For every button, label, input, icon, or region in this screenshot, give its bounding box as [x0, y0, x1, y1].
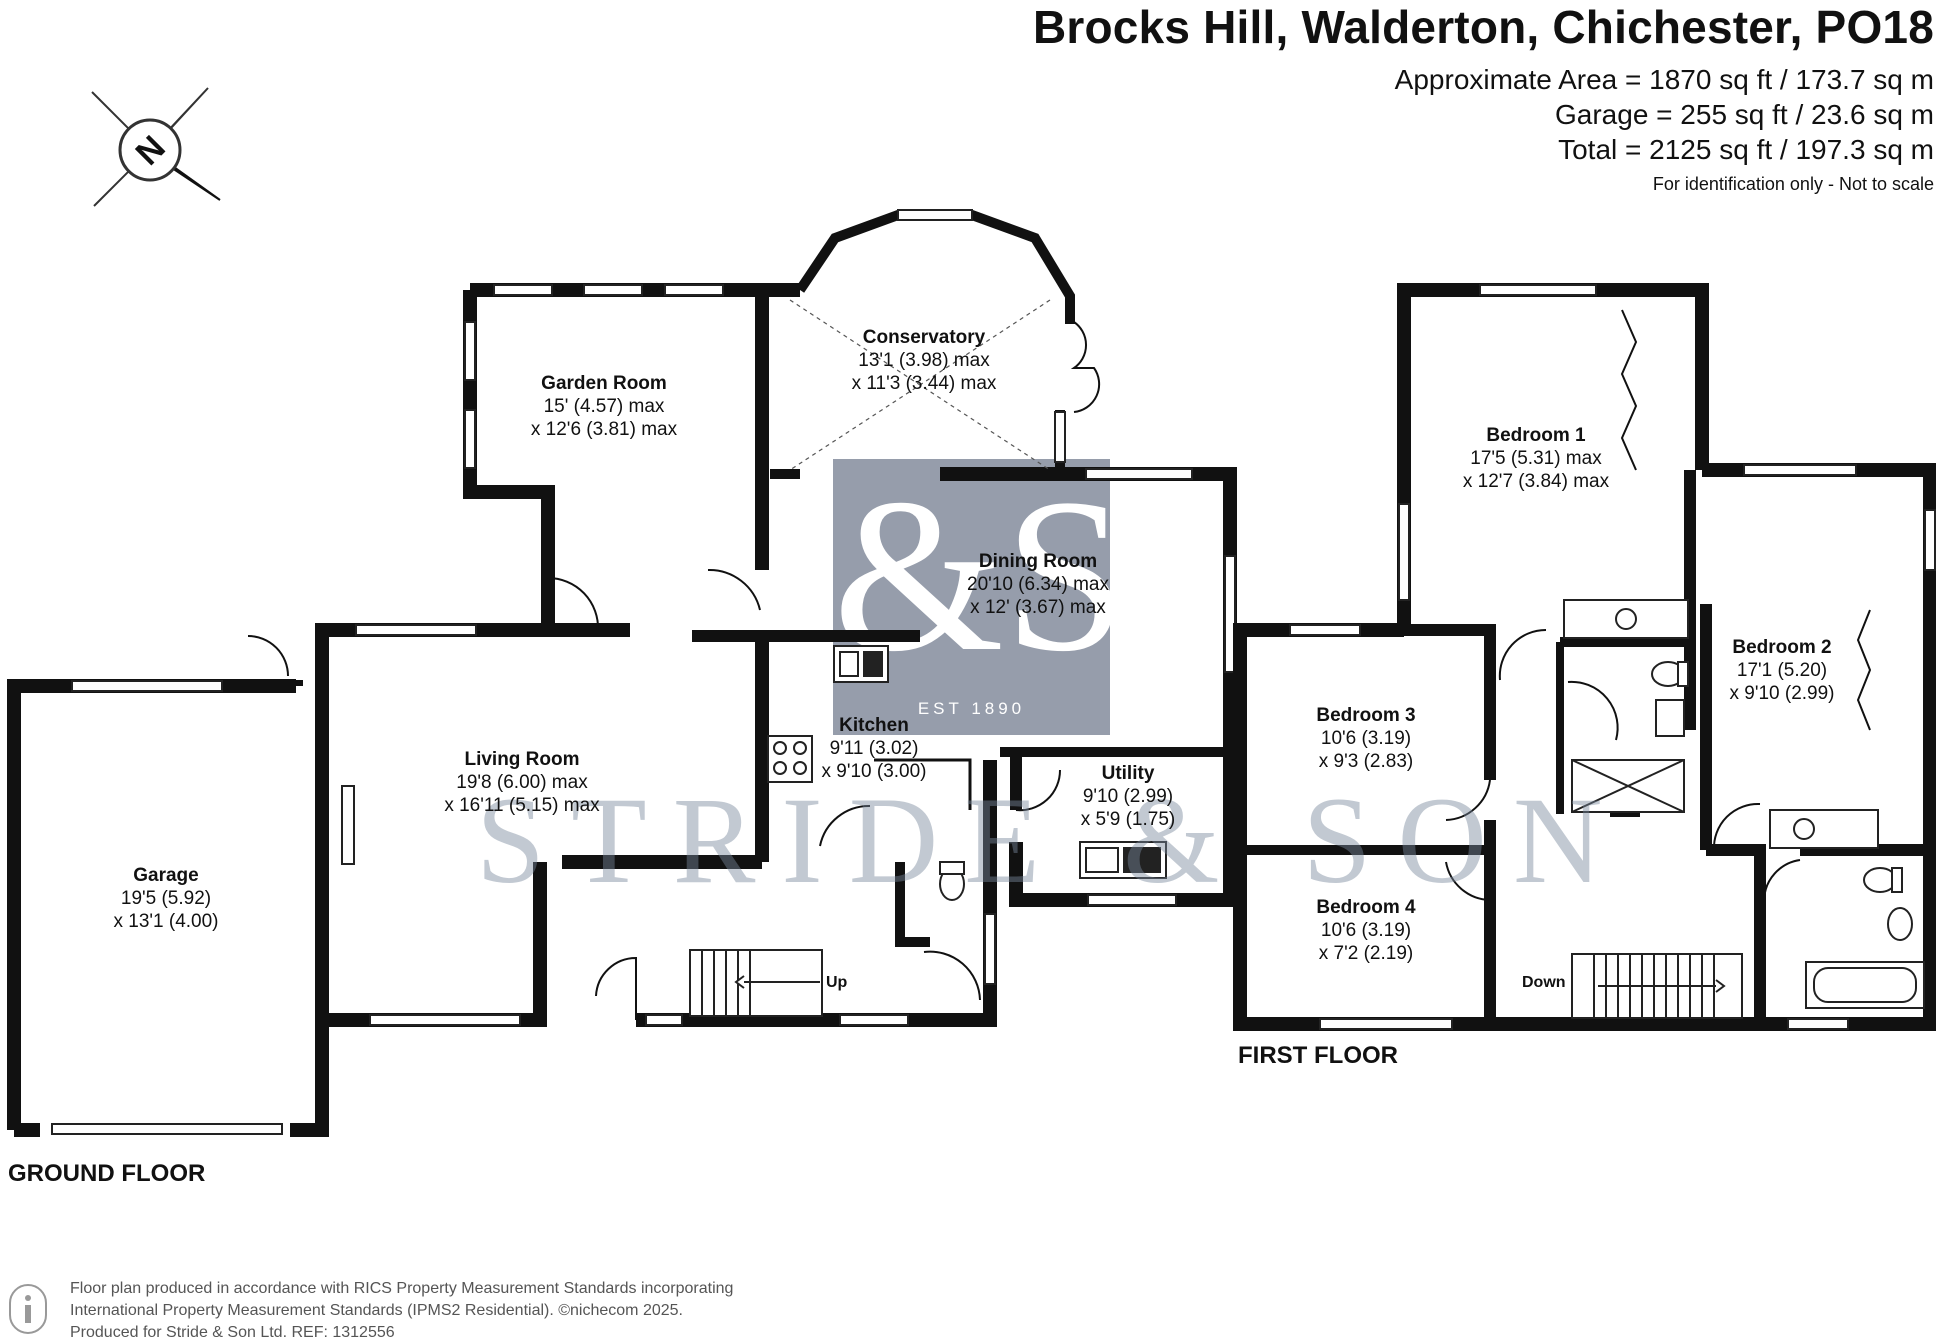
room-bedroom-2: Bedroom 2 17'1 (5.20) x 9'10 (2.99) [1729, 636, 1834, 705]
room-dim: x 12'6 (3.81) max [530, 419, 678, 440]
room-dim: 10'6 (3.19) [1320, 920, 1412, 941]
room-dim: x 9'10 (2.99) [1729, 683, 1835, 704]
room-name: Bedroom 1 [1486, 425, 1586, 446]
room-dim: 9'10 (2.99) [1082, 786, 1174, 807]
room-name: Kitchen [839, 715, 909, 736]
room-dim: x 5'9 (1.75) [1080, 809, 1176, 830]
room-bedroom-4: Bedroom 4 10'6 (3.19) x 7'2 (2.19) [1316, 896, 1415, 965]
room-garden-room: Garden Room 15' (4.57) max x 12'6 (3.81)… [531, 372, 677, 441]
room-bedroom-3: Bedroom 3 10'6 (3.19) x 9'3 (2.83) [1316, 704, 1415, 773]
conservatory-glazing [789, 299, 1051, 471]
stairs-down-label: Down [1522, 974, 1566, 991]
room-dining-room: Dining Room 20'10 (6.34) max x 12' (3.67… [967, 550, 1109, 619]
room-name: Bedroom 4 [1316, 897, 1416, 918]
room-dim: x 12'7 (3.84) max [1462, 471, 1610, 492]
room-living-room: Living Room 19'8 (6.00) max x 16'11 (5.1… [444, 748, 599, 817]
room-dim: x 7'2 (2.19) [1318, 943, 1414, 964]
room-dim: 19'8 (6.00) max [456, 772, 588, 793]
room-name: Garden Room [541, 373, 667, 394]
ground-floor-label: GROUND FLOOR [8, 1160, 206, 1187]
compass-rose-icon: N [91, 87, 221, 207]
room-dim: 13'1 (3.98) max [858, 350, 990, 371]
room-dim: x 9'3 (2.83) [1318, 751, 1414, 772]
room-conservatory: Conservatory 13'1 (3.98) max x 11'3 (3.4… [852, 326, 997, 395]
ground-floor-walls [7, 209, 1237, 1137]
footer-line: Produced for Stride & Son Ltd. REF: 1312… [70, 1324, 395, 1341]
room-utility: Utility 9'10 (2.99) x 5'9 (1.75) [1081, 762, 1175, 831]
approximate-area: Approximate Area = 1870 sq ft / 173.7 sq… [1394, 64, 1934, 95]
footer-line: Floor plan produced in accordance with R… [70, 1280, 734, 1297]
ground-floor-doors [247, 321, 1101, 1020]
info-icon [9, 1284, 47, 1334]
total-area: Total = 2125 sq ft / 197.3 sq m [1558, 134, 1934, 165]
first-floor-walls [1233, 283, 1936, 1031]
first-floor-fixtures [1563, 599, 1925, 1019]
first-floor-doors [1445, 309, 1872, 901]
room-name: Conservatory [862, 327, 986, 348]
garage-area: Garage = 255 sq ft / 23.6 sq m [1555, 99, 1934, 130]
room-dim: x 12' (3.67) max [970, 597, 1106, 618]
first-floor-label: FIRST FLOOR [1238, 1042, 1398, 1069]
stairs-up-label: Up [826, 974, 848, 991]
room-kitchen: Kitchen 9'11 (3.02) x 9'10 (3.00) [821, 714, 926, 783]
room-name: Garage [133, 865, 199, 886]
room-name: Living Room [464, 749, 580, 770]
room-dim: 19'5 (5.92) [120, 888, 212, 909]
property-title: Brocks Hill, Walderton, Chichester, PO18 [1032, 1, 1934, 53]
room-garage: Garage 19'5 (5.92) x 13'1 (4.00) [113, 864, 218, 933]
room-dim: 17'1 (5.20) [1736, 660, 1828, 681]
room-name: Bedroom 2 [1732, 637, 1832, 658]
room-name: Bedroom 3 [1316, 705, 1416, 726]
ground-floor-fixtures [689, 645, 1167, 1017]
logo-est-text: EST 1890 [917, 699, 1026, 718]
room-name: Utility [1101, 763, 1155, 784]
room-dim: x 16'11 (5.15) max [444, 795, 600, 816]
identification-note: For identification only - Not to scale [1652, 174, 1934, 194]
footer-line: International Property Measurement Stand… [70, 1302, 683, 1319]
room-dim: 15' (4.57) max [543, 396, 665, 417]
room-dim: 17'5 (5.31) max [1470, 448, 1602, 469]
watermark-text: STRIDE & SON [476, 772, 1629, 909]
room-bedroom-1: Bedroom 1 17'5 (5.31) max x 12'7 (3.84) … [1463, 424, 1609, 493]
room-dim: 9'11 (3.02) [829, 738, 919, 759]
room-dim: x 11'3 (3.44) max [851, 373, 997, 394]
footer: Floor plan produced in accordance with R… [70, 1278, 733, 1344]
room-dim: x 13'1 (4.00) [113, 911, 219, 932]
room-dim: 10'6 (3.19) [1320, 728, 1412, 749]
room-name: Dining Room [978, 551, 1098, 572]
room-dim: x 9'10 (3.00) [821, 761, 927, 782]
room-dim: 20'10 (6.34) max [967, 574, 1109, 595]
